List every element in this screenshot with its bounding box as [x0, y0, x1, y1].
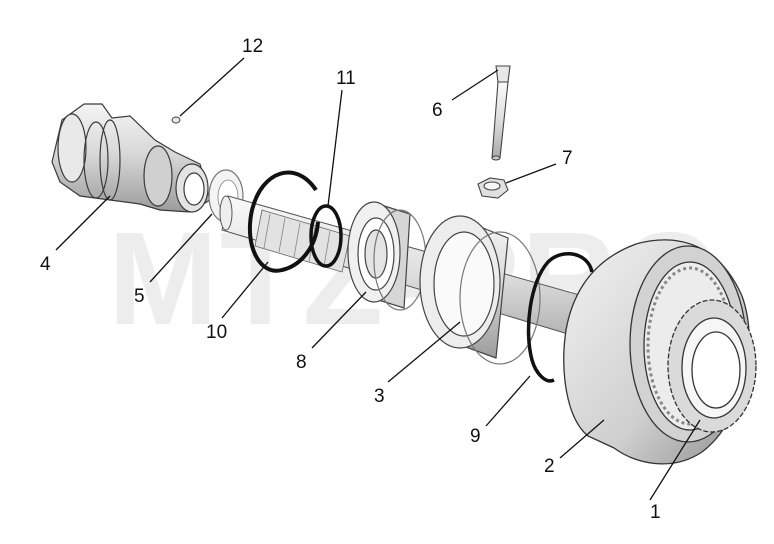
part-11-snap-ring [309, 204, 343, 268]
leader-5 [149, 213, 213, 283]
callout-7: 7 [562, 148, 573, 169]
leader-3 [387, 321, 461, 383]
part-6-bolt [491, 65, 511, 161]
leader-12 [179, 57, 245, 117]
callout-10: 10 [206, 322, 227, 343]
leader-1 [649, 419, 701, 501]
leader-8 [311, 291, 367, 349]
callout-2: 2 [544, 456, 555, 477]
leader-7 [505, 163, 557, 184]
callout-3: 3 [374, 386, 385, 407]
part-12-pin [171, 116, 181, 124]
leader-lines [55, 57, 701, 501]
part-8-bearing [347, 201, 427, 311]
callout-12: 12 [242, 36, 263, 57]
callout-5: 5 [134, 286, 145, 307]
callout-6: 6 [432, 100, 443, 121]
callout-8: 8 [296, 352, 307, 373]
part-4-splined-sleeve [51, 103, 211, 213]
callout-11: 11 [336, 68, 356, 89]
leader-11 [327, 89, 343, 207]
leader-2 [559, 419, 605, 459]
part-10-snap-ring [247, 170, 320, 273]
part-7-hex-nut [477, 177, 509, 199]
leader-4 [55, 195, 111, 251]
callout-1: 1 [650, 502, 661, 523]
callout-9: 9 [470, 426, 481, 447]
callout-4: 4 [40, 254, 51, 275]
leader-10 [221, 261, 269, 319]
part-1-ring-gear [667, 299, 757, 433]
part-3-spacer-ring [419, 215, 541, 365]
part-9-retaining-ring [526, 252, 594, 383]
leader-9 [485, 375, 531, 427]
callout-labels: 1 2 3 4 5 6 7 8 9 10 11 12 [40, 36, 661, 523]
leader-6 [451, 69, 499, 101]
